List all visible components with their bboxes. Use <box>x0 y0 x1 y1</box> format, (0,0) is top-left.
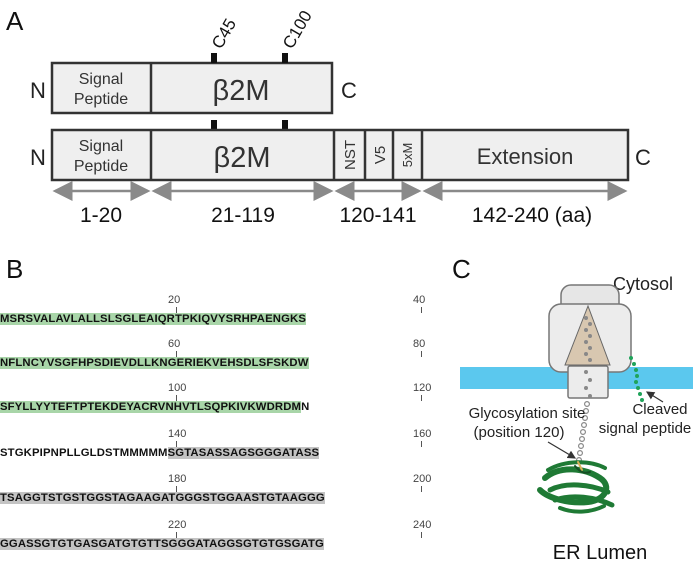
sequence-tick-mark <box>176 486 177 492</box>
sequence-line: GGASSGTGTGASGATGTGTTSGGGATAGGSGTGTGSGATG <box>0 537 324 552</box>
v5-tag-label: V5 <box>372 146 389 164</box>
range-21-119: 21-119 <box>211 204 275 227</box>
c100-label: C100 <box>279 7 316 52</box>
construct-1-peptide-label: Peptide <box>74 91 128 108</box>
sequence-tick-label: 240 <box>413 519 432 531</box>
sequence-tick-mark <box>421 532 422 538</box>
panel-label-c: C <box>452 254 471 284</box>
range-142-240: 142-240 (aa) <box>472 204 592 227</box>
construct-1-c-terminus: C <box>341 78 357 103</box>
cysteine-marker-c100 <box>282 53 288 63</box>
er-lumen-label: ER Lumen <box>553 542 648 564</box>
extension-label: Extension <box>477 144 574 169</box>
sequence-tick-label: 120 <box>413 382 432 394</box>
sequence-tick-label: 100 <box>168 382 187 394</box>
construct-1: N Signal Peptide β2M C C45 C100 <box>30 7 357 115</box>
sequence-tick-mark <box>176 351 177 357</box>
sequence-tick-label: 40 <box>413 294 426 306</box>
glycosylation-position-label: (position 120) <box>474 424 565 441</box>
sequence-tick-mark <box>421 395 422 401</box>
sequence-segment: TSAGGTSTGSTGGSTAGAAGATGGGSTGGAASTGTAAGGG <box>0 492 325 504</box>
sequence-tick-mark <box>421 486 422 492</box>
construct-2-b2m-label: β2M <box>214 142 271 174</box>
sequence-line: STGKPIPNPLLGLDSTMMMMMSGTASASSAGSGGGATASS <box>0 446 320 461</box>
panel-label-b: B <box>6 254 23 284</box>
sequence-tick-mark <box>176 395 177 401</box>
construct-1-b2m-label: β2M <box>213 75 270 107</box>
sequence-segment: SGTASASSAGSGGGATASS <box>167 447 320 459</box>
construct-1-signal-label: Signal <box>79 71 123 88</box>
sequence-tick-mark <box>176 532 177 538</box>
sequence-line: SFYLLYYTEFTPTEKDEYACRVNHVTLSQPKIVKWDRDMN <box>0 400 309 415</box>
range-1-20: 1-20 <box>80 204 122 227</box>
construct-2-peptide-label: Peptide <box>74 158 128 175</box>
range-120-141: 120-141 <box>339 204 416 227</box>
sequence-tick-label: 60 <box>168 338 181 350</box>
sequence-tick-label: 80 <box>413 338 426 350</box>
panel-label-a: A <box>6 6 24 36</box>
sequence-line: MSRSVALAVLALLSLSGLEAIQRTPKIQVYSRHPAENGKS <box>0 312 307 327</box>
sequence-line: TSAGGTSTGSTGGSTAGAAGATGGGSTGGAASTGTAAGGG <box>0 491 325 506</box>
signal-peptide-label: signal peptide <box>599 420 692 437</box>
nascent-chain-cone <box>564 304 611 366</box>
construct-2-signal-label: Signal <box>79 138 123 155</box>
sequence-segment: STGKPIPNPLLGLDSTMMMMM <box>0 447 168 459</box>
sequence-tick-label: 20 <box>168 294 181 306</box>
sequence-segment: MSRSVALAVLALLSLSGLEAIQRTPKIQVYSRHPAENGKS <box>0 313 307 325</box>
sequence-tick-mark <box>176 307 177 313</box>
sequence-tick-mark <box>421 441 422 447</box>
construct-2-n-terminus: N <box>30 145 46 170</box>
sequence-tick-label: 140 <box>168 428 187 440</box>
construct-2-box <box>50 128 630 182</box>
sequence-tick-label: 220 <box>168 519 187 531</box>
sequence-segment: NFLNCYVSGFHPSDIEVDLLKNGERIEKVEHSDLSFSKDW <box>0 357 309 369</box>
construct-1-box <box>50 61 334 115</box>
cysteine-marker-c45 <box>211 53 217 63</box>
cell-diagram: Cytosol <box>460 274 693 564</box>
range-arrows: 1-20 21-119 120-141 142-240 (aa) <box>52 181 628 227</box>
construct-2: N Signal Peptide β2M NST V5 5xM Extensio… <box>30 120 651 182</box>
sequence-tick-label: 180 <box>168 473 187 485</box>
translocon <box>567 365 609 399</box>
5xm-tag-label: 5xM <box>400 143 415 168</box>
sequence-segment: N <box>301 401 310 413</box>
folded-protein <box>537 460 615 514</box>
sequence-tick-mark <box>176 441 177 447</box>
cleaved-label: Cleaved <box>632 401 687 418</box>
cytosol-label: Cytosol <box>613 274 673 294</box>
construct-1-n-terminus: N <box>30 78 46 103</box>
construct-2-cys-marker-1 <box>211 120 217 130</box>
sequence-segment: GGASSGTGTGASGATGTGTTSGGGATAGGSGTGTGSGATG <box>0 538 324 550</box>
sequence-tick-mark <box>421 351 422 357</box>
construct-2-cys-marker-2 <box>282 120 288 130</box>
cleaved-signal-peptide-dots <box>629 356 644 402</box>
nst-tag-label: NST <box>342 140 359 170</box>
sequence-tick-label: 200 <box>413 473 432 485</box>
c45-label: C45 <box>208 15 240 52</box>
sequence-tick-label: 160 <box>413 428 432 440</box>
sequence-segment: SFYLLYYTEFTPTEKDEYACRVNHVTLSQPKIVKWDRDM <box>0 401 302 413</box>
glycosylation-site-label: Glycosylation site <box>469 405 586 422</box>
sequence-tick-mark <box>421 307 422 313</box>
sequence-line: NFLNCYVSGFHPSDIEVDLLKNGERIEKVEHSDLSFSKDW <box>0 356 309 371</box>
construct-2-c-terminus: C <box>635 145 651 170</box>
